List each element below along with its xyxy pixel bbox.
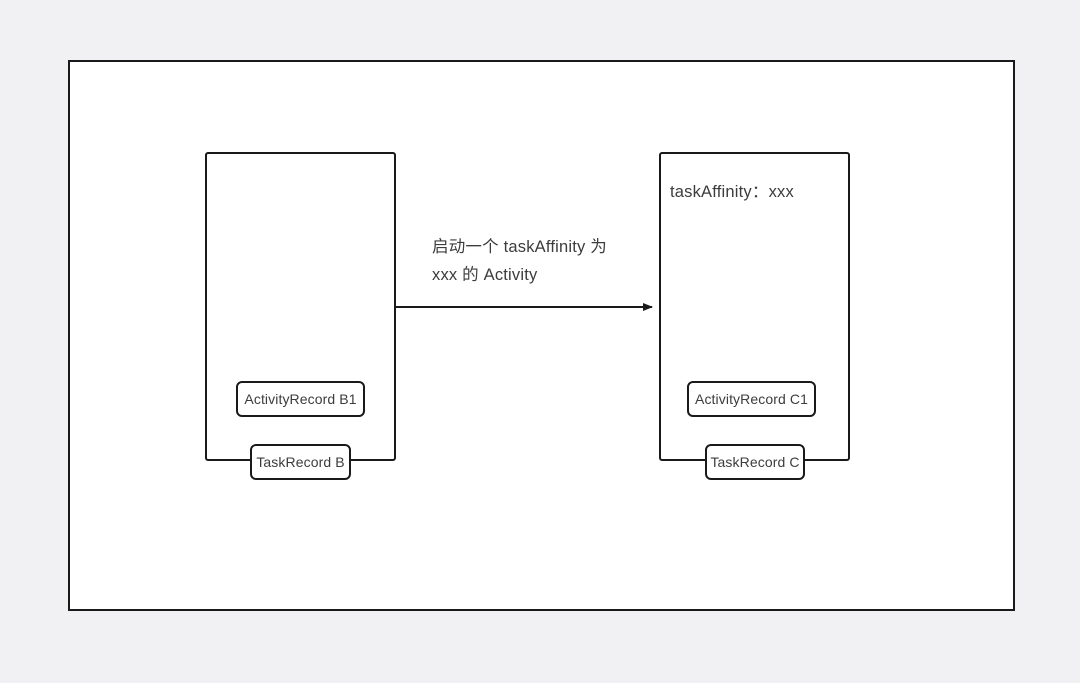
transition-arrow bbox=[396, 303, 653, 311]
activity-record-c1-chip[interactable]: ActivityRecord C1 bbox=[687, 381, 816, 417]
arrow-label-line-1: 启动一个 taskAffinity 为 bbox=[432, 238, 607, 256]
task-record-b-chip[interactable]: TaskRecord B bbox=[250, 444, 351, 480]
task-record-c-chip[interactable]: TaskRecord C bbox=[705, 444, 805, 480]
arrow-label: 启动一个 taskAffinity 为 xxx 的 Activity bbox=[432, 233, 667, 289]
task-affinity-label: taskAffinity：xxx bbox=[670, 183, 794, 201]
arrow-label-line-2: xxx 的 Activity bbox=[432, 266, 538, 284]
activity-record-b1-chip[interactable]: ActivityRecord B1 bbox=[236, 381, 365, 417]
